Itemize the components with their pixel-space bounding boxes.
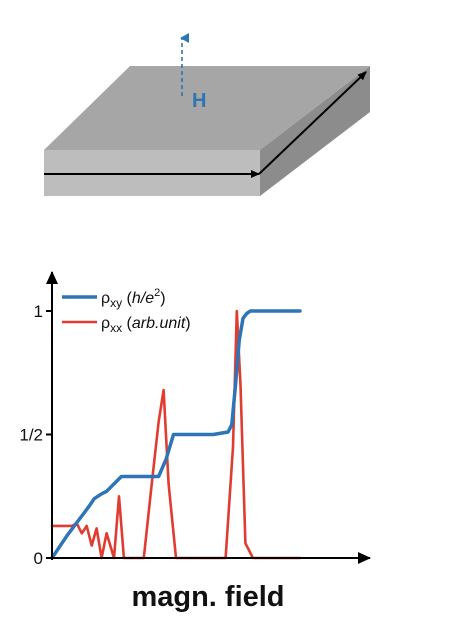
- hall-bar-diagram: H: [44, 33, 370, 196]
- y-tick-label: 0: [34, 549, 43, 568]
- x-axis-label: magn. field: [131, 581, 284, 613]
- y-tick-label: 1/2: [19, 426, 43, 445]
- slab-top-face: [44, 66, 370, 150]
- legend-label-rho-xx: ρxx (arb.unit): [101, 315, 191, 335]
- series-lines: [50, 309, 302, 560]
- series-rho-xy-line: [50, 309, 302, 560]
- y-ticks: 0 1/2 1: [19, 302, 52, 568]
- current-path-side: [258, 71, 367, 175]
- legend-label-rho-xy: ρxy (h/e2): [101, 287, 166, 310]
- slab-side-face: [260, 66, 370, 196]
- field-label: H: [192, 90, 206, 112]
- plot-area: 0 1/2 1 ρxy (h/e2) ρxx (arb.unit) magn. fie…: [19, 271, 371, 613]
- legend: ρxy (h/e2) ρxx (arb.unit): [62, 287, 191, 335]
- y-tick-label: 1: [34, 302, 43, 321]
